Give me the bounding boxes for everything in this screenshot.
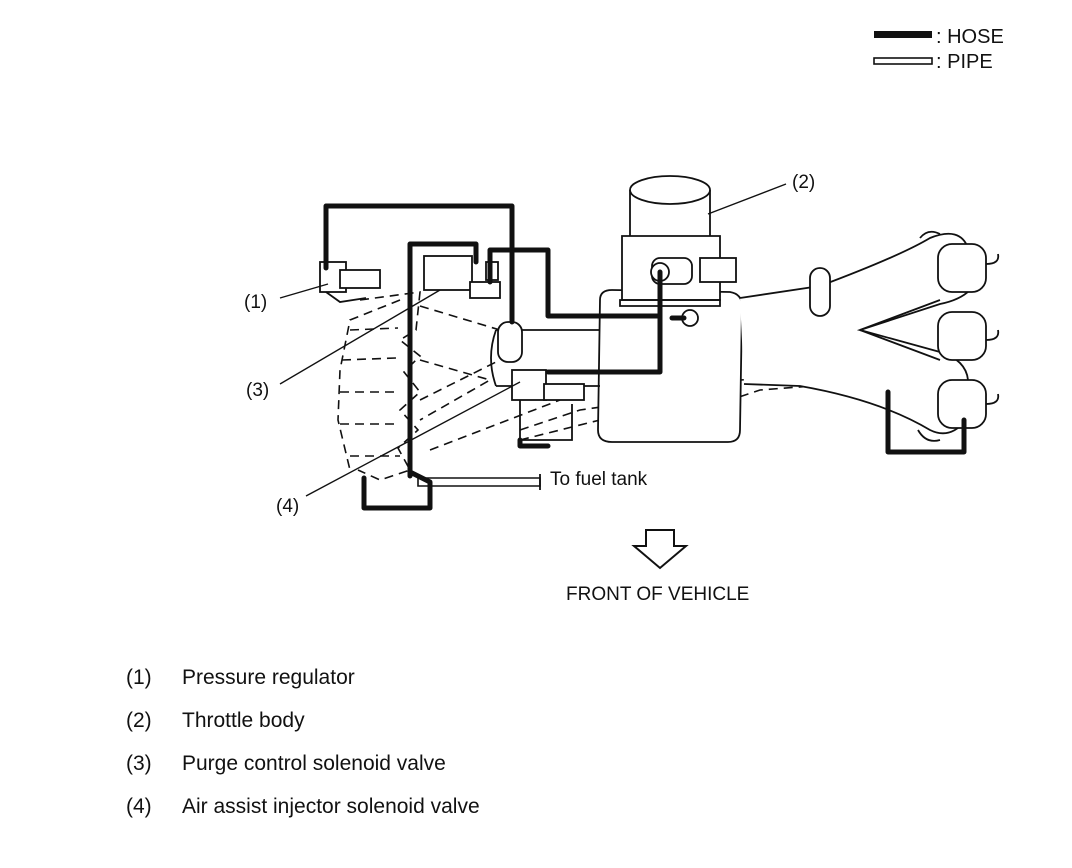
callout-3: (3)	[246, 380, 269, 401]
callout-1: (1)	[244, 292, 267, 313]
leader-lines	[279, 183, 787, 497]
throttle-body	[619, 175, 737, 307]
pipe-legend-label: : PIPE	[936, 51, 993, 73]
vacuum-capsule	[497, 321, 523, 363]
hoses	[323, 203, 967, 511]
air-assist-injector-solenoid-valve	[511, 369, 585, 441]
intake-manifold-runners	[739, 230, 1000, 442]
list-item: (4) Air assist injector solenoid valve	[126, 785, 726, 828]
part-name: Purge control solenoid valve	[182, 751, 446, 775]
callout-2: (2)	[792, 172, 815, 193]
air-intake-chamber	[490, 289, 743, 443]
hose-fitting-icon	[669, 309, 699, 327]
list-item: (3) Purge control solenoid valve	[126, 742, 726, 785]
pressure-regulator	[319, 261, 381, 303]
legend: : HOSE : PIPE	[873, 26, 1004, 73]
parts-list: (1) Pressure regulator (2) Throttle body…	[126, 656, 726, 828]
pipe-legend-swatch	[873, 57, 933, 65]
part-number: (1)	[126, 665, 152, 689]
list-item: (2) Throttle body	[126, 699, 726, 742]
part-name: Pressure regulator	[182, 665, 355, 689]
fuel-tank-pipe	[417, 474, 541, 490]
to-fuel-tank-label: To fuel tank	[550, 469, 648, 490]
part-number: (3)	[126, 751, 152, 775]
list-item: (1) Pressure regulator	[126, 656, 726, 699]
hose-legend-swatch	[874, 31, 932, 38]
callout-4: (4)	[276, 496, 299, 517]
hose-legend-label: : HOSE	[936, 26, 1004, 48]
part-number: (2)	[126, 708, 152, 732]
part-number: (4)	[126, 794, 152, 818]
front-direction-arrow-icon	[631, 529, 689, 570]
part-name: Throttle body	[182, 708, 305, 732]
part-name: Air assist injector solenoid valve	[182, 794, 480, 818]
front-of-vehicle-label: FRONT OF VEHICLE	[566, 584, 749, 605]
